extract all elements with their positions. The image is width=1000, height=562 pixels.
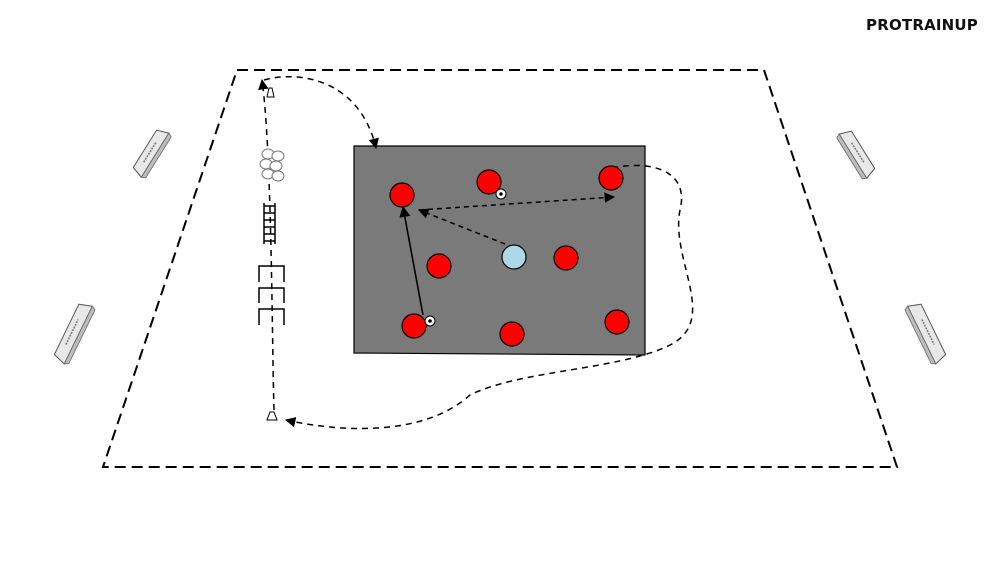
brand-logo: PROTRAINUP [866,16,978,34]
player-red [553,245,579,271]
billboard-icon [132,129,172,179]
player-red [401,313,427,339]
hurdle-icon [258,308,285,325]
cone-icon [266,411,278,421]
ball-icon [424,315,436,327]
player-red [389,182,415,208]
players [389,165,630,347]
player-red [604,309,630,335]
pass-arrow [418,208,506,245]
player-red [476,169,502,195]
player-red [426,253,452,279]
pass-arrow [418,192,616,211]
billboard-icon [836,130,876,180]
circuit-arrow-top [263,75,379,150]
ball-icon [495,188,507,200]
agility-ladder-icon [263,203,276,244]
cone-icon [266,87,275,98]
return-path [284,164,694,430]
rings-icon [259,148,285,182]
hurdle-icon [258,287,285,303]
hurdle-icon [258,265,285,282]
player-red [499,321,525,347]
pass-arrow [399,205,424,316]
billboard-icon [53,303,96,365]
player-neutral [501,244,527,270]
grey-playing-area [353,145,646,356]
billboard-icon [904,303,947,365]
player-red [598,165,624,191]
